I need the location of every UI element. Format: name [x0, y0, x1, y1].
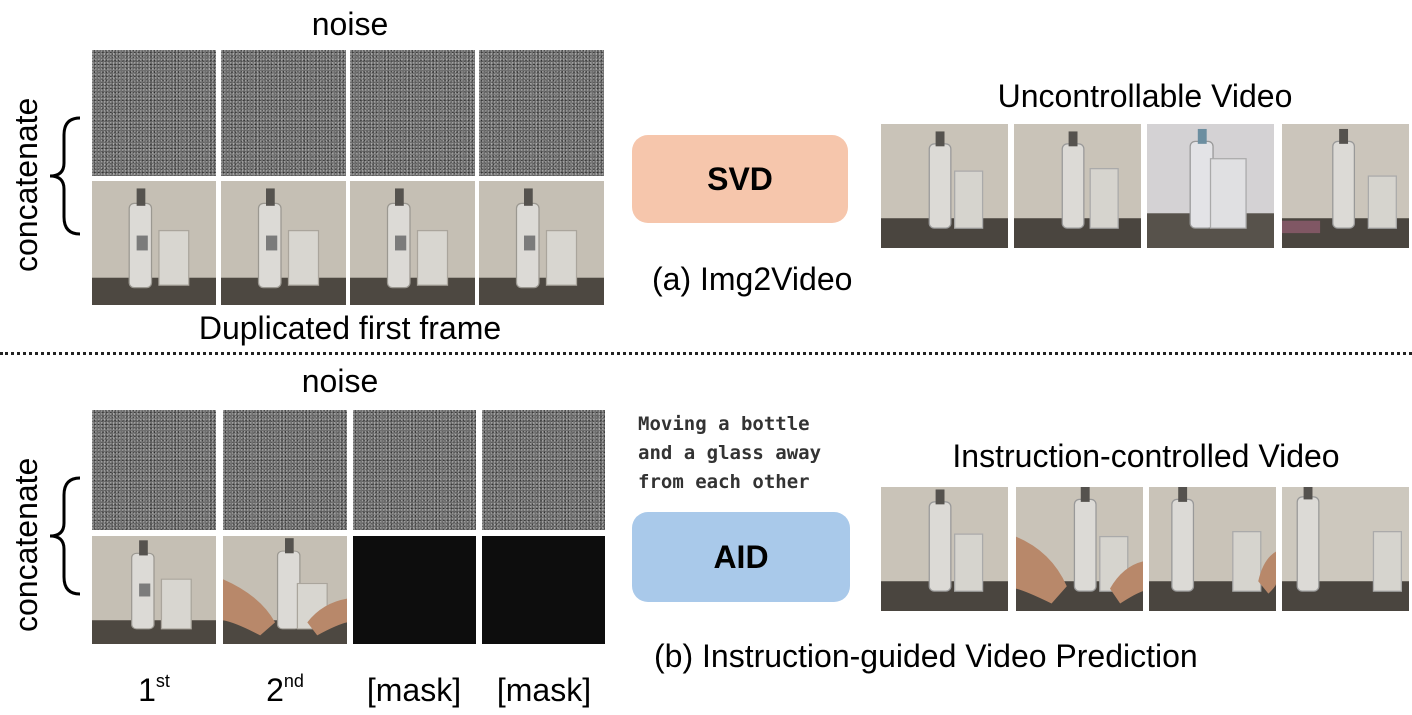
img2video-caption: (a) Img2Video — [652, 261, 853, 297]
duplicated-frame-label: Duplicated first frame — [198, 310, 502, 346]
noise-frame — [221, 50, 346, 176]
svd-model-box: SVD — [632, 135, 848, 223]
output-video-frame — [881, 124, 1008, 248]
noise-frame — [350, 50, 475, 176]
bottom-noise-label: noise — [301, 363, 379, 399]
masked-frame — [353, 536, 476, 644]
first-frame-image — [479, 181, 604, 305]
top-brace-icon — [49, 116, 81, 236]
output-video-frame — [1282, 124, 1409, 248]
uncontrollable-video-title: Uncontrollable Video — [997, 78, 1293, 114]
output-video-frame — [1147, 124, 1274, 248]
frame-label-4: [mask] — [496, 672, 592, 708]
aid-model-box: AID — [632, 512, 850, 602]
noise-frame — [92, 410, 216, 530]
noise-frame — [353, 410, 476, 530]
first-frame-image — [350, 181, 475, 305]
masked-frame — [482, 536, 605, 644]
noise-frame — [92, 50, 216, 176]
bottom-brace-icon — [49, 476, 81, 596]
output-video-frame — [1014, 124, 1141, 248]
frame-label-3: [mask] — [366, 672, 462, 708]
prediction-caption: (b) Instruction-guided Video Prediction — [654, 638, 1198, 674]
first-frame-image — [221, 181, 346, 305]
output-video-frame — [881, 487, 1008, 611]
noise-frame — [482, 410, 605, 530]
instruction-text: Moving a bottle and a glass away from ea… — [638, 413, 822, 493]
instruction-controlled-video-title: Instruction-controlled Video — [952, 438, 1340, 474]
second-frame-image — [223, 536, 347, 644]
first-frame-image — [92, 536, 216, 644]
frame-label-2: 2nd — [266, 671, 304, 708]
output-video-frame — [1282, 487, 1409, 611]
output-video-frame — [1149, 487, 1276, 611]
first-frame-image — [92, 181, 216, 305]
frame-label-1: 1st — [138, 671, 170, 708]
top-noise-label: noise — [311, 6, 389, 42]
noise-frame — [223, 410, 347, 530]
noise-frame — [479, 50, 604, 176]
output-video-frame — [1016, 487, 1143, 611]
section-divider — [0, 352, 1412, 355]
